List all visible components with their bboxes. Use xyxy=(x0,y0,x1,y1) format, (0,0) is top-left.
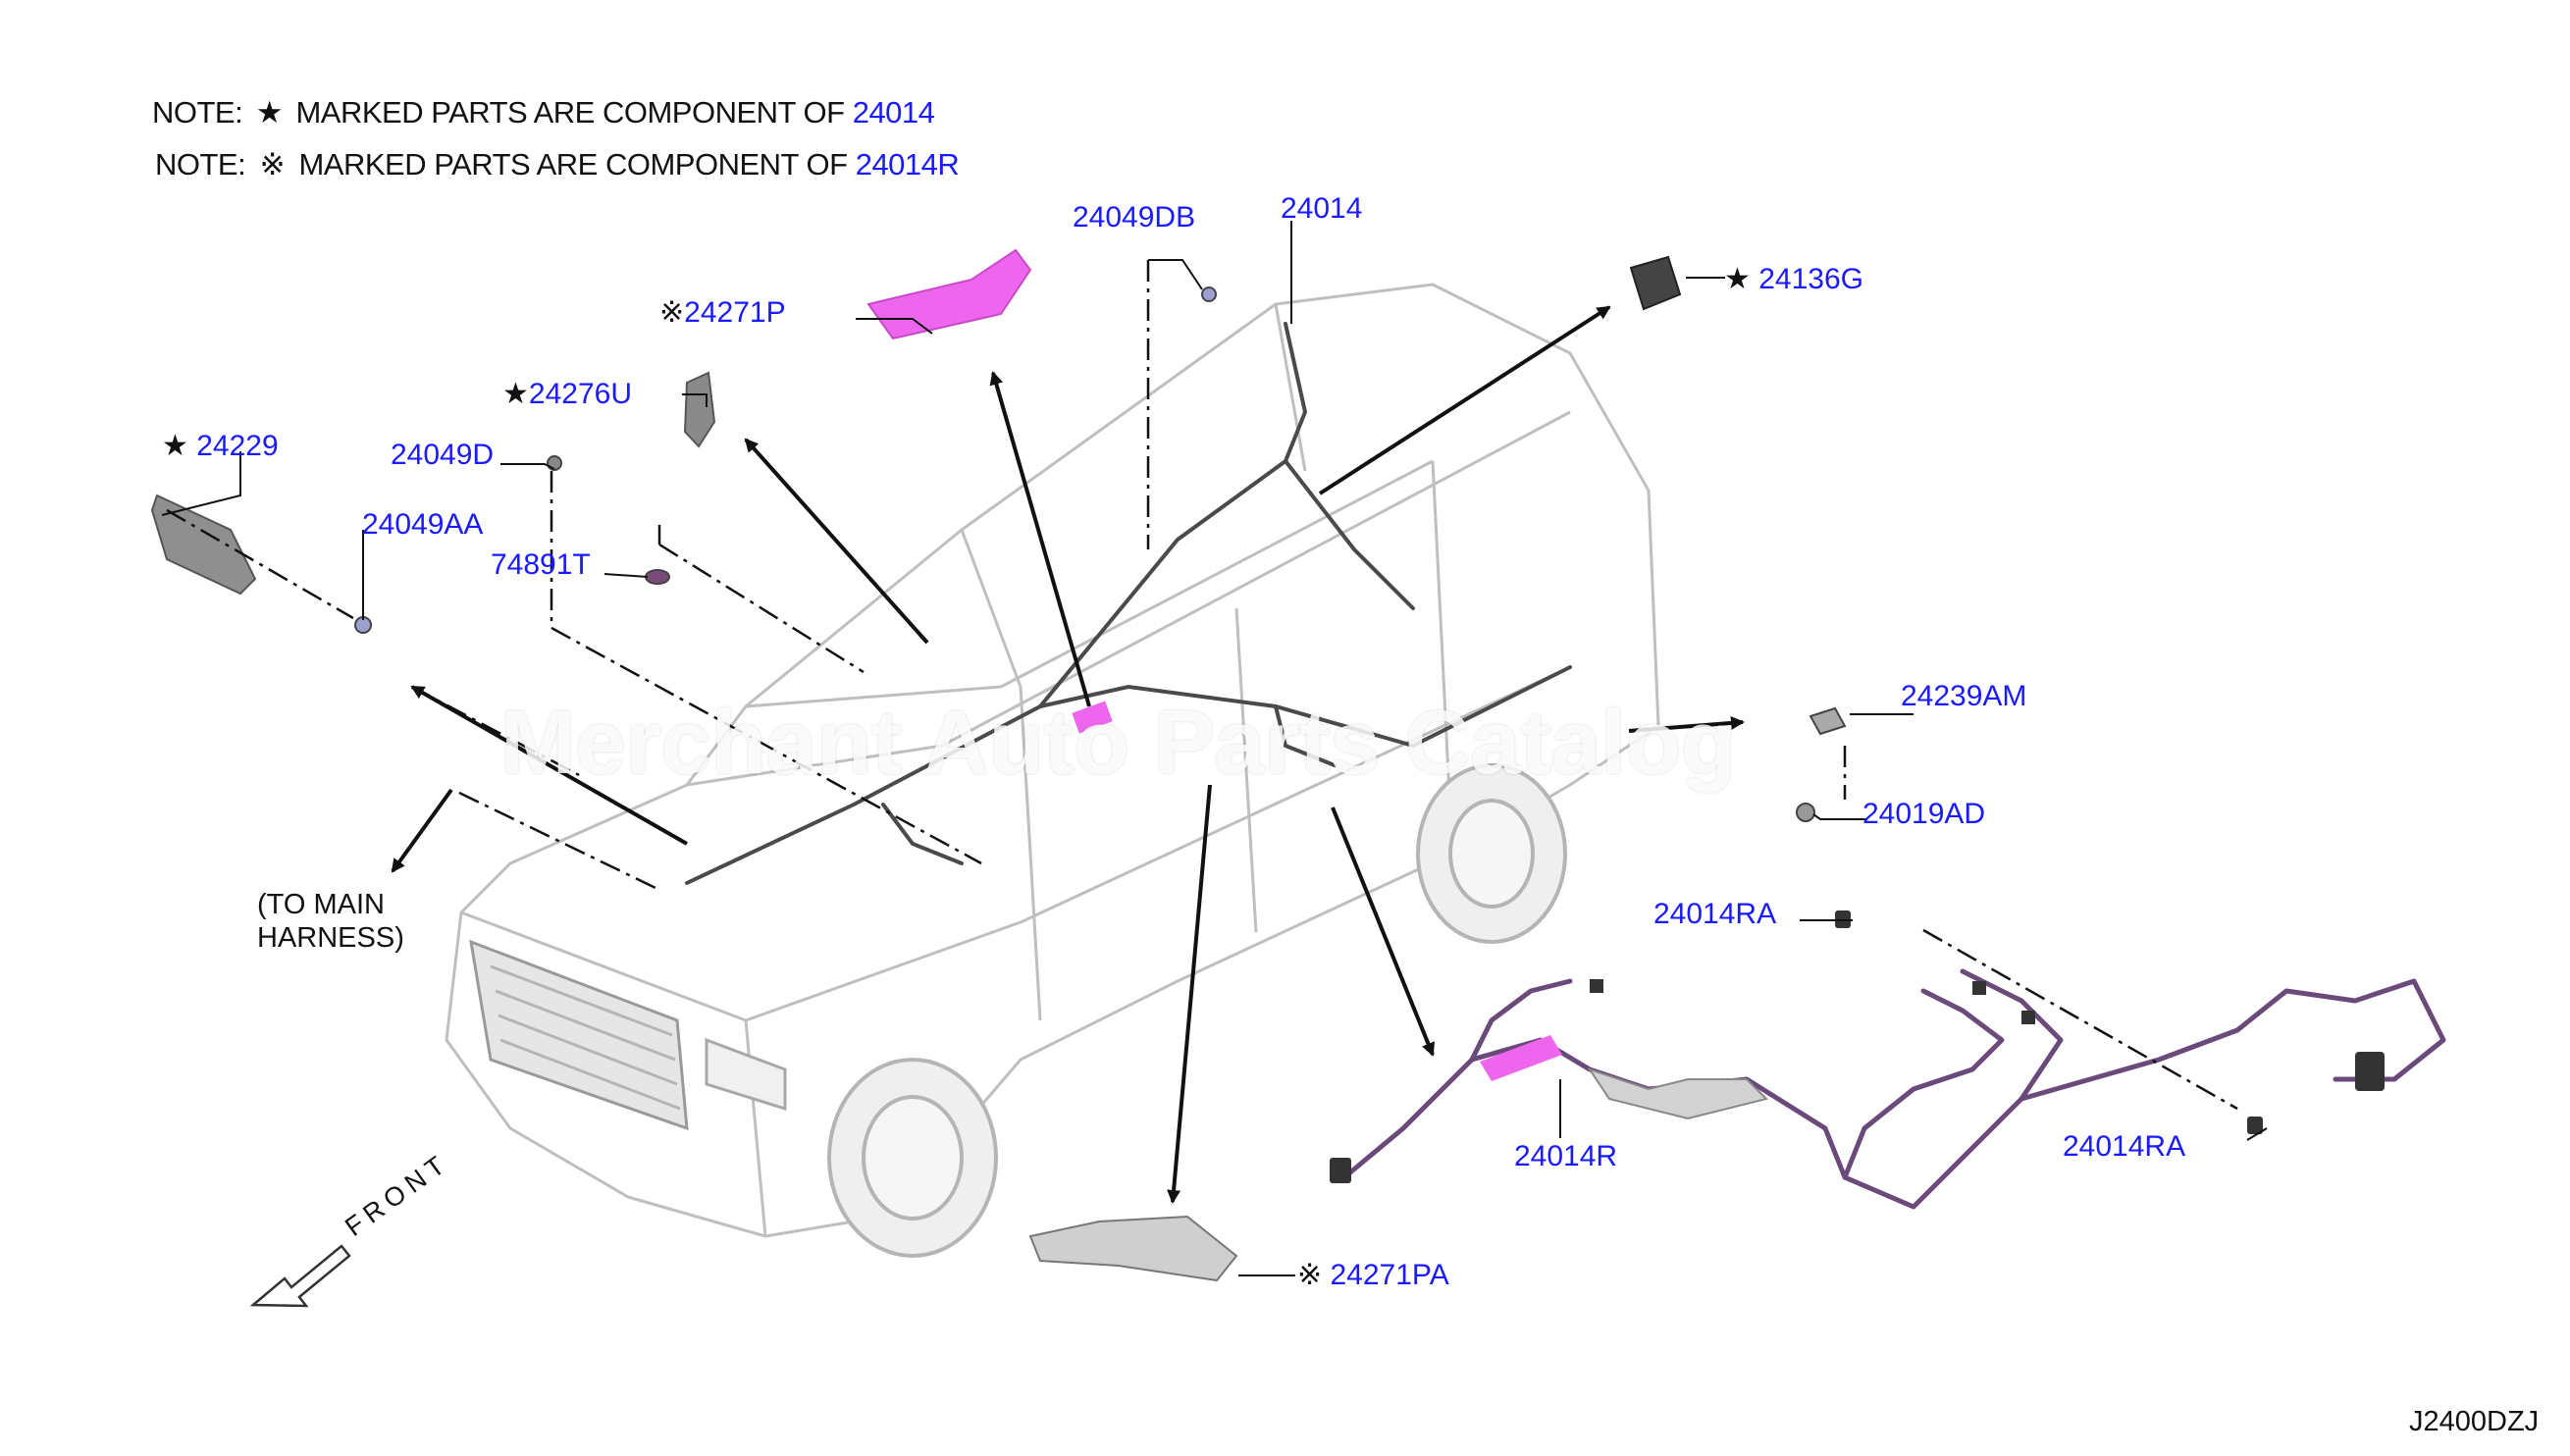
ref-mark-icon: ※ xyxy=(259,147,286,182)
part-24014R-harness[interactable] xyxy=(1341,968,2446,1210)
label-24239AM[interactable]: 24239AM xyxy=(1901,680,2027,712)
highlight-pad-vehicle xyxy=(1072,701,1113,734)
star-icon: ★ xyxy=(1724,263,1751,295)
rear-wheel xyxy=(1416,763,1567,944)
label-24271P[interactable]: ※24271P xyxy=(659,296,786,329)
ref-mark-icon: ※ xyxy=(659,296,685,329)
label-24276U[interactable]: ★24276U xyxy=(502,378,632,410)
label-24014[interactable]: 24014 xyxy=(1281,192,1363,225)
part-24239AM-shape[interactable] xyxy=(1809,706,1847,736)
leader-lines xyxy=(161,221,2268,1276)
label-24271PA[interactable]: ※ 24271PA xyxy=(1297,1259,1449,1291)
ref-mark-icon: ※ xyxy=(1297,1259,1323,1291)
part-24229-shape[interactable] xyxy=(150,494,257,596)
to-main-harness-label: (TO MAIN HARNESS) xyxy=(257,888,404,955)
highlight-pad-24014R xyxy=(1480,1035,1562,1081)
note-text: MARKED PARTS ARE COMPONENT OF xyxy=(295,95,845,130)
note-star: NOTE: ★ MARKED PARTS ARE COMPONENT OF 24… xyxy=(152,95,935,130)
part-24019AD-shape[interactable] xyxy=(1796,803,1815,822)
front-grille xyxy=(469,939,689,1131)
label-24014RA-top[interactable]: 24014RA xyxy=(1653,898,1777,930)
label-24049AA[interactable]: 24049AA xyxy=(362,508,484,541)
harness-connectors xyxy=(1330,910,2385,1183)
label-24136G[interactable]: ★ 24136G xyxy=(1724,263,1864,295)
pointer-arrows xyxy=(391,305,1745,1204)
label-24229[interactable]: ★ 24229 xyxy=(162,430,279,462)
star-icon: ★ xyxy=(255,95,284,130)
part-24271P-shape[interactable] xyxy=(866,248,1032,340)
front-wheel xyxy=(827,1058,998,1258)
label-24014RA-bottom[interactable]: 24014RA xyxy=(2063,1130,2186,1163)
watermark: Merchant Auto Parts Catalog xyxy=(500,693,1737,793)
label-24049D[interactable]: 24049D xyxy=(391,439,495,471)
note-text: MARKED PARTS ARE COMPONENT OF xyxy=(298,147,848,182)
harness-conduit xyxy=(1587,1067,1768,1120)
part-24136G-shape[interactable] xyxy=(1629,255,1682,311)
diagram-code: J2400DZJ xyxy=(2409,1406,2540,1437)
part-24049DB-shape[interactable] xyxy=(1201,286,1217,302)
note-prefix: NOTE: xyxy=(155,147,246,182)
part-24271PA-shape[interactable] xyxy=(1028,1215,1238,1282)
label-24019AD[interactable]: 24019AD xyxy=(1862,798,1986,830)
star-icon: ★ xyxy=(502,378,529,410)
star-icon: ★ xyxy=(162,430,188,462)
vehicle-outline xyxy=(445,283,1660,1238)
vehicle-harness xyxy=(685,322,1572,885)
label-24049DB[interactable]: 24049DB xyxy=(1073,201,1196,234)
note-ref: NOTE: ※ MARKED PARTS ARE COMPONENT OF 24… xyxy=(155,147,960,182)
dashed-guide-lines xyxy=(166,260,2238,1111)
label-74891T[interactable]: 74891T xyxy=(491,548,591,581)
part-24276U-shape[interactable] xyxy=(683,371,716,448)
part-74891T-shape[interactable] xyxy=(645,569,670,585)
note-prefix: NOTE: xyxy=(152,95,243,130)
to-main-harness-line-2: HARNESS) xyxy=(257,922,404,954)
front-lamp xyxy=(705,1037,787,1112)
label-24014R[interactable]: 24014R xyxy=(1514,1140,1618,1172)
to-main-harness-line-1: (TO MAIN xyxy=(257,889,385,920)
note-part-link[interactable]: 24014R xyxy=(855,147,960,182)
note-part-link[interactable]: 24014 xyxy=(852,95,935,130)
front-direction-arrow xyxy=(249,1244,351,1308)
